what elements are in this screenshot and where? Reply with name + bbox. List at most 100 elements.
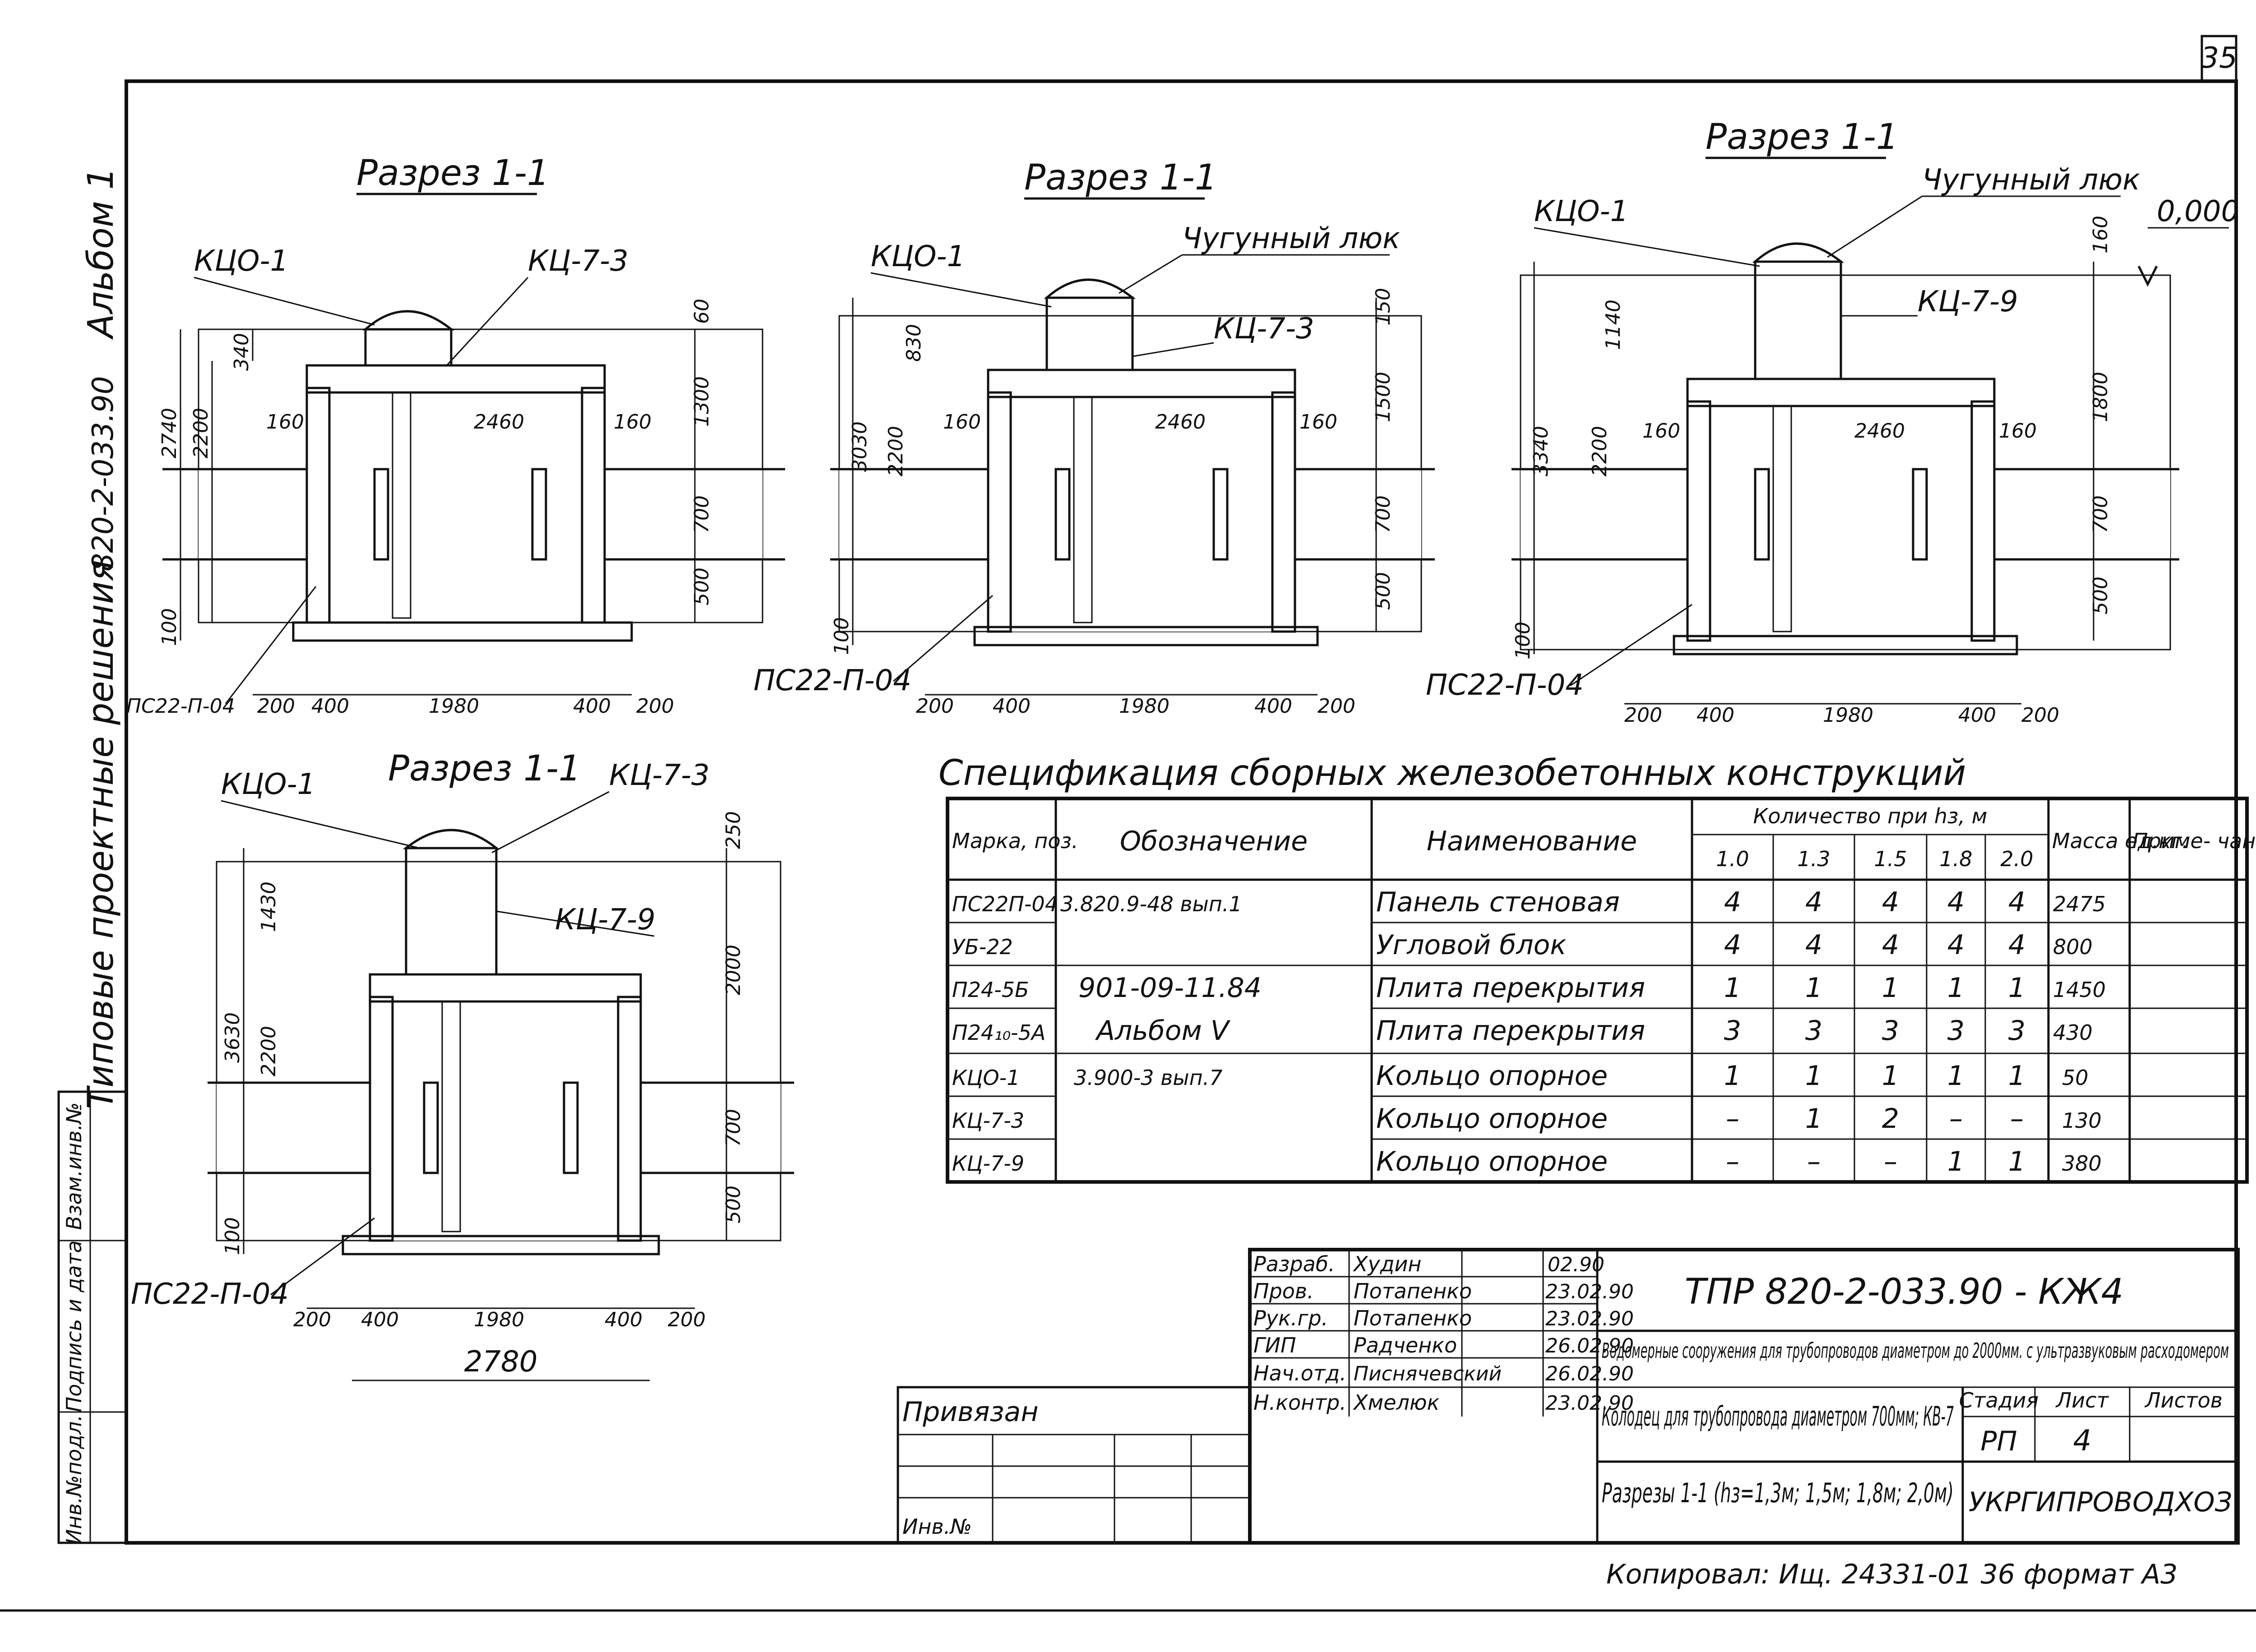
signature-row: Рук.гр. Потапенко 23.02.90 xyxy=(1253,1306,1634,1330)
title-block: Привязан Инв.№ Разраб. Худин 02.90 Пров.… xyxy=(897,1248,2240,1590)
dim-span: 2460 xyxy=(1854,420,1905,443)
cell-q3: 4 xyxy=(1882,929,1899,961)
section-title: Разрез 1-1 xyxy=(356,153,549,194)
dim-total: 3630 xyxy=(221,1012,244,1063)
col-note: Приме- чание xyxy=(2132,829,2256,853)
cell-q2: 1 xyxy=(1805,972,1822,1004)
ring-support-label: КЦО-1 xyxy=(871,240,965,273)
role: Нач.отд. xyxy=(1253,1361,1346,1385)
name: Писнячевский xyxy=(1354,1362,1502,1385)
cell-q1: 4 xyxy=(1724,929,1741,961)
cell-mass: 1450 xyxy=(2053,978,2106,1002)
spec-table: Спецификация сборных железобетонных конс… xyxy=(938,753,2256,1184)
date: 26.02.90 xyxy=(1545,1362,1634,1385)
stage-value: РП xyxy=(1980,1426,2017,1457)
dim-top: 340 xyxy=(230,333,253,371)
dim-cover: 60 xyxy=(690,299,713,324)
dim-b1: 200 xyxy=(257,695,295,718)
name: Потапенко xyxy=(1354,1306,1472,1330)
sheets-label: Листов xyxy=(2144,1388,2223,1412)
dim-b2: 400 xyxy=(311,695,349,718)
sheet-value: 4 xyxy=(2073,1424,2092,1458)
dim-b4: 400 xyxy=(1254,695,1292,718)
dim-b3: 1980 xyxy=(474,1308,524,1331)
cell-q5: 4 xyxy=(2008,886,2025,918)
ring-support-label: КЦО-1 xyxy=(221,768,315,801)
cell-mass: 130 xyxy=(2062,1108,2102,1133)
dim-span: 2460 xyxy=(1155,411,1206,434)
dim-b5: 200 xyxy=(636,695,674,718)
cell-mass: 430 xyxy=(2053,1020,2093,1045)
dim-b1: 200 xyxy=(293,1308,331,1331)
dim-b3: 1980 xyxy=(1823,704,1873,727)
dim-upper: 1500 xyxy=(1372,372,1395,422)
dim-b5: 200 xyxy=(1318,695,1355,718)
date: 26.02.90 xyxy=(1545,1334,1634,1357)
table-row: КЦО-1 3.900-3 вып.7 Кольцо опорное 1 1 1… xyxy=(952,1060,2089,1092)
ring-extra-label: КЦ-7-3 xyxy=(528,245,629,278)
col-h-3: 1.5 xyxy=(1874,847,1907,871)
dim-wall-left: 160 xyxy=(943,411,981,434)
cell-mass: 2475 xyxy=(2053,892,2106,916)
col-qty: Количество при hз, м xyxy=(1753,804,1988,828)
cell-designation: Альбом V xyxy=(1095,1015,1231,1047)
cell-name: Плита перекрытия xyxy=(1376,1015,1645,1047)
cell-name: Кольцо опорное xyxy=(1376,1103,1608,1135)
dim-lower: 500 xyxy=(1372,572,1395,610)
cell-q1: – xyxy=(1726,1146,1739,1177)
stamp-field-inv: Инв.№подл. xyxy=(62,1415,86,1545)
ring-extra-label: КЦ-7-9 xyxy=(1918,285,2018,318)
cell-mass: 50 xyxy=(2062,1066,2089,1090)
role: ГИП xyxy=(1253,1333,1296,1357)
hatch-label: Чугунный люк xyxy=(1922,163,2140,197)
dim-total: 2740 xyxy=(158,408,181,458)
dim-slab: 100 xyxy=(158,608,181,646)
stage-label: Стадия xyxy=(1959,1388,2039,1412)
dim-wall-right: 160 xyxy=(1999,420,2037,443)
cell-q2: 4 xyxy=(1805,929,1822,961)
section-title: Разрез 1-1 xyxy=(388,748,581,789)
sheet-label: Лист xyxy=(2055,1388,2109,1412)
bound-label: Привязан xyxy=(902,1396,1039,1428)
dim-wall-left: 160 xyxy=(1642,420,1680,443)
role: Разраб. xyxy=(1253,1252,1335,1276)
section-title: Разрез 1-1 xyxy=(1706,117,1898,157)
object-title: Колодец для трубопровода диаметром 700мм… xyxy=(1602,1401,1954,1432)
hatch-label: Чугунный люк xyxy=(1182,222,1400,255)
cell-q5: – xyxy=(2010,1103,2024,1135)
dim-pipe: 700 xyxy=(722,1109,745,1147)
cell-q1: 3 xyxy=(1724,1015,1741,1047)
cell-name: Кольцо опорное xyxy=(1376,1060,1608,1092)
sheet-title: Разрезы 1-1 (hз=1,3м; 1,5м; 1,8м; 2,0м) xyxy=(1602,1477,1954,1509)
cell-name: Кольцо опорное xyxy=(1376,1146,1608,1177)
table-row: П24-5Б 901-09-11.84 Плита перекрытия 1 1… xyxy=(952,972,2106,1004)
cell-q2: 4 xyxy=(1805,886,1822,918)
cell-designation: 3.820.9-48 вып.1 xyxy=(1060,892,1242,916)
dim-top: 830 xyxy=(902,324,925,362)
dim-total: 3340 xyxy=(1530,426,1553,476)
cell-q1: – xyxy=(1726,1103,1739,1135)
cell-mark: КЦ-7-9 xyxy=(952,1151,1024,1176)
cell-q1: 1 xyxy=(1724,972,1741,1004)
cell-mark: УБ-22 xyxy=(952,935,1013,959)
document-code: ТПР 820-2-033.90 - КЖ4 xyxy=(1685,1272,2124,1312)
dim-inner: 2200 xyxy=(884,426,907,476)
cell-q3: 4 xyxy=(1882,886,1899,918)
cell-q1: 4 xyxy=(1724,886,1741,918)
section-3: Разрез 1-1 0,000 КЦО-1 Чугунный люк КЦ-7… xyxy=(1426,117,2239,727)
cell-q2: 3 xyxy=(1805,1015,1822,1047)
side-stamp: Альбом 1 820-2-033.90 Типовые проектные … xyxy=(57,167,128,1545)
cell-q4: 1 xyxy=(1947,1146,1965,1177)
dim-cover: 160 xyxy=(2089,216,2112,254)
dim-cover: 250 xyxy=(722,811,745,849)
col-h-4: 1.8 xyxy=(1939,847,1972,871)
col-h-2: 1.3 xyxy=(1797,847,1830,871)
cell-q3: 3 xyxy=(1882,1015,1899,1047)
ring-extra-label: КЦ-7-3 xyxy=(609,759,710,792)
series-label: Типовые проектные решения xyxy=(81,560,121,1109)
level-mark: 0,000 xyxy=(2157,195,2239,228)
dim-b3: 1980 xyxy=(1119,695,1170,718)
dim-span: 2460 xyxy=(474,411,524,434)
name: Хмелюк xyxy=(1353,1390,1440,1415)
dim-overall: 2780 xyxy=(464,1345,538,1379)
